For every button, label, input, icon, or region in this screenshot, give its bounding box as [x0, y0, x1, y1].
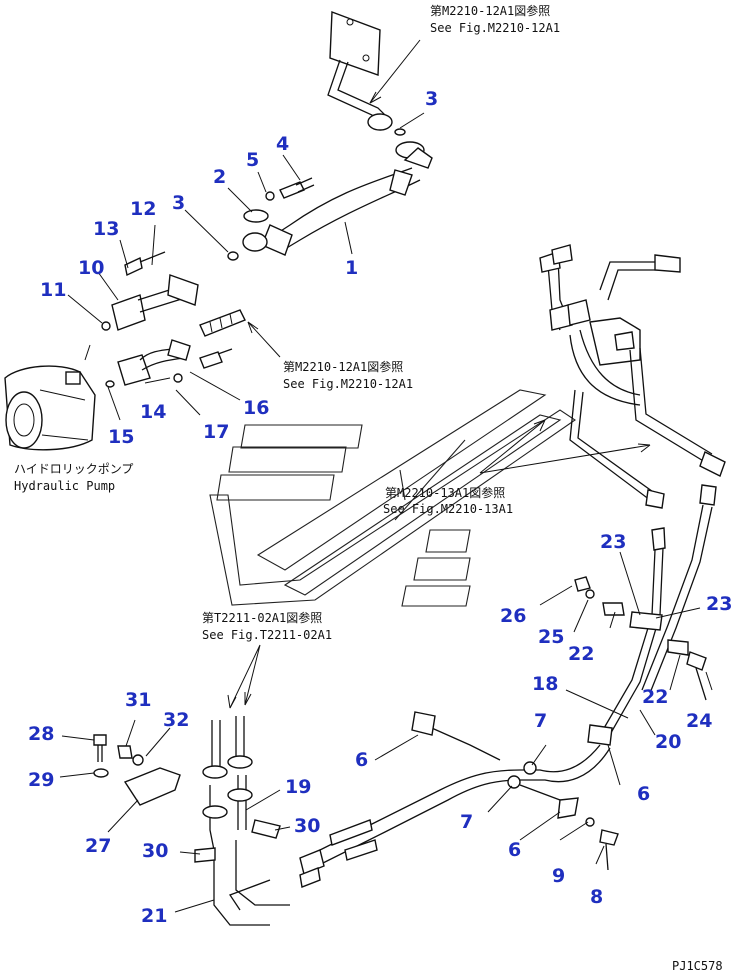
callout-6c: 6: [508, 839, 521, 861]
bolt-24: [686, 651, 707, 701]
nut-26: [574, 576, 591, 592]
reference-labels: 第M2210-12A1図参照 See Fig.M2210-12A1 第M2210…: [14, 3, 723, 973]
callout-26: 26: [500, 605, 526, 627]
o-ring-3: [227, 251, 239, 261]
callout-25: 25: [538, 626, 564, 648]
washer-17: [173, 373, 183, 383]
hydraulic-pump: [4, 365, 96, 451]
callout-3b: 3: [172, 192, 185, 214]
clamp-23: [629, 611, 663, 631]
clamp-6: [587, 724, 613, 746]
mid-fitting: [199, 309, 246, 337]
callout-3a: 3: [425, 88, 438, 110]
callout-11: 11: [40, 279, 66, 301]
leader-lines: [59, 39, 713, 913]
callout-28: 28: [28, 723, 54, 745]
ref-bottom-jp: 第T2211-02A1図参照: [202, 610, 322, 625]
callout-27: 27: [85, 835, 111, 857]
callout-10: 10: [78, 257, 104, 279]
callout-20: 20: [655, 731, 681, 753]
right-pipe-bundle: [539, 244, 726, 509]
lower-pipes: [229, 711, 611, 911]
callout-30b: 30: [142, 840, 168, 862]
callout-5: 5: [246, 149, 259, 171]
ref-right-jp: 第M2210-13A1図参照: [385, 485, 505, 500]
callout-22b: 22: [642, 686, 668, 708]
callout-21: 21: [141, 905, 167, 927]
top-pipe-assembly: [327, 11, 406, 136]
elbow-pipe-14: [117, 339, 191, 386]
callout-6b: 6: [637, 783, 650, 805]
callout-22a: 22: [568, 643, 594, 665]
washer-25: [585, 589, 595, 599]
ref-mid-jp: 第M2210-12A1図参照: [283, 359, 403, 374]
nut-31: [117, 745, 133, 759]
callout-30a: 30: [294, 815, 320, 837]
callout-8: 8: [590, 886, 603, 908]
callout-7b: 7: [460, 811, 473, 833]
callout-29: 29: [28, 769, 54, 791]
callout-23a: 23: [600, 531, 626, 553]
washer-29: [93, 768, 109, 778]
hose-18: [599, 527, 666, 739]
callout-14: 14: [140, 401, 166, 423]
o-ring-15: [105, 380, 115, 388]
callout-16: 16: [243, 397, 269, 419]
o-ring-11: [101, 321, 111, 331]
callout-19: 19: [285, 776, 311, 798]
ref-mid-en: See Fig.M2210-12A1: [283, 377, 413, 391]
ref-top-jp: 第M2210-12A1図参照: [430, 3, 550, 18]
bolt-8: [599, 829, 619, 871]
callout-13: 13: [93, 218, 119, 240]
callout-7a: 7: [534, 710, 547, 732]
cover-22a: [602, 602, 625, 616]
ref-top-en: See Fig.M2210-12A1: [430, 21, 560, 35]
washer-9: [585, 817, 595, 827]
callout-1: 1: [345, 257, 358, 279]
washer-5: [265, 191, 275, 201]
cover-22b: [667, 639, 689, 656]
hose-20: [641, 484, 717, 694]
washer-32: [132, 754, 144, 766]
callout-24: 24: [686, 710, 712, 732]
callout-31: 31: [125, 689, 151, 711]
ref-right-en: See Fig.M2210-13A1: [383, 502, 513, 516]
callout-12: 12: [130, 198, 156, 220]
lower-left-assembly: [123, 716, 290, 926]
callout-17: 17: [203, 421, 229, 443]
bolt-16: [199, 348, 233, 369]
pump-label-en: Hydraulic Pump: [14, 479, 115, 493]
callout-4: 4: [276, 133, 289, 155]
callout-18: 18: [532, 673, 558, 695]
callout-32: 32: [163, 709, 189, 731]
callout-15: 15: [108, 426, 134, 448]
pump-label-jp: ハイドロリックポンプ: [14, 462, 133, 476]
callout-6a: 6: [355, 749, 368, 771]
flange-pipe-10: [111, 251, 199, 331]
bolt-4: [279, 177, 315, 199]
callout-numbers: 3 4 5 2 3 1 12 13 10 11 14 15 16 17 23 2…: [28, 88, 732, 927]
callout-2: 2: [213, 166, 226, 188]
bolt-28: [93, 734, 107, 762]
ref-bottom-en: See Fig.T2211-02A1: [202, 628, 332, 642]
hose-1: [242, 141, 433, 256]
watermark-logo: [209, 389, 576, 607]
callout-23b: 23: [706, 593, 732, 615]
drawing-code: PJ1C578: [672, 959, 723, 973]
callout-9: 9: [552, 865, 565, 887]
